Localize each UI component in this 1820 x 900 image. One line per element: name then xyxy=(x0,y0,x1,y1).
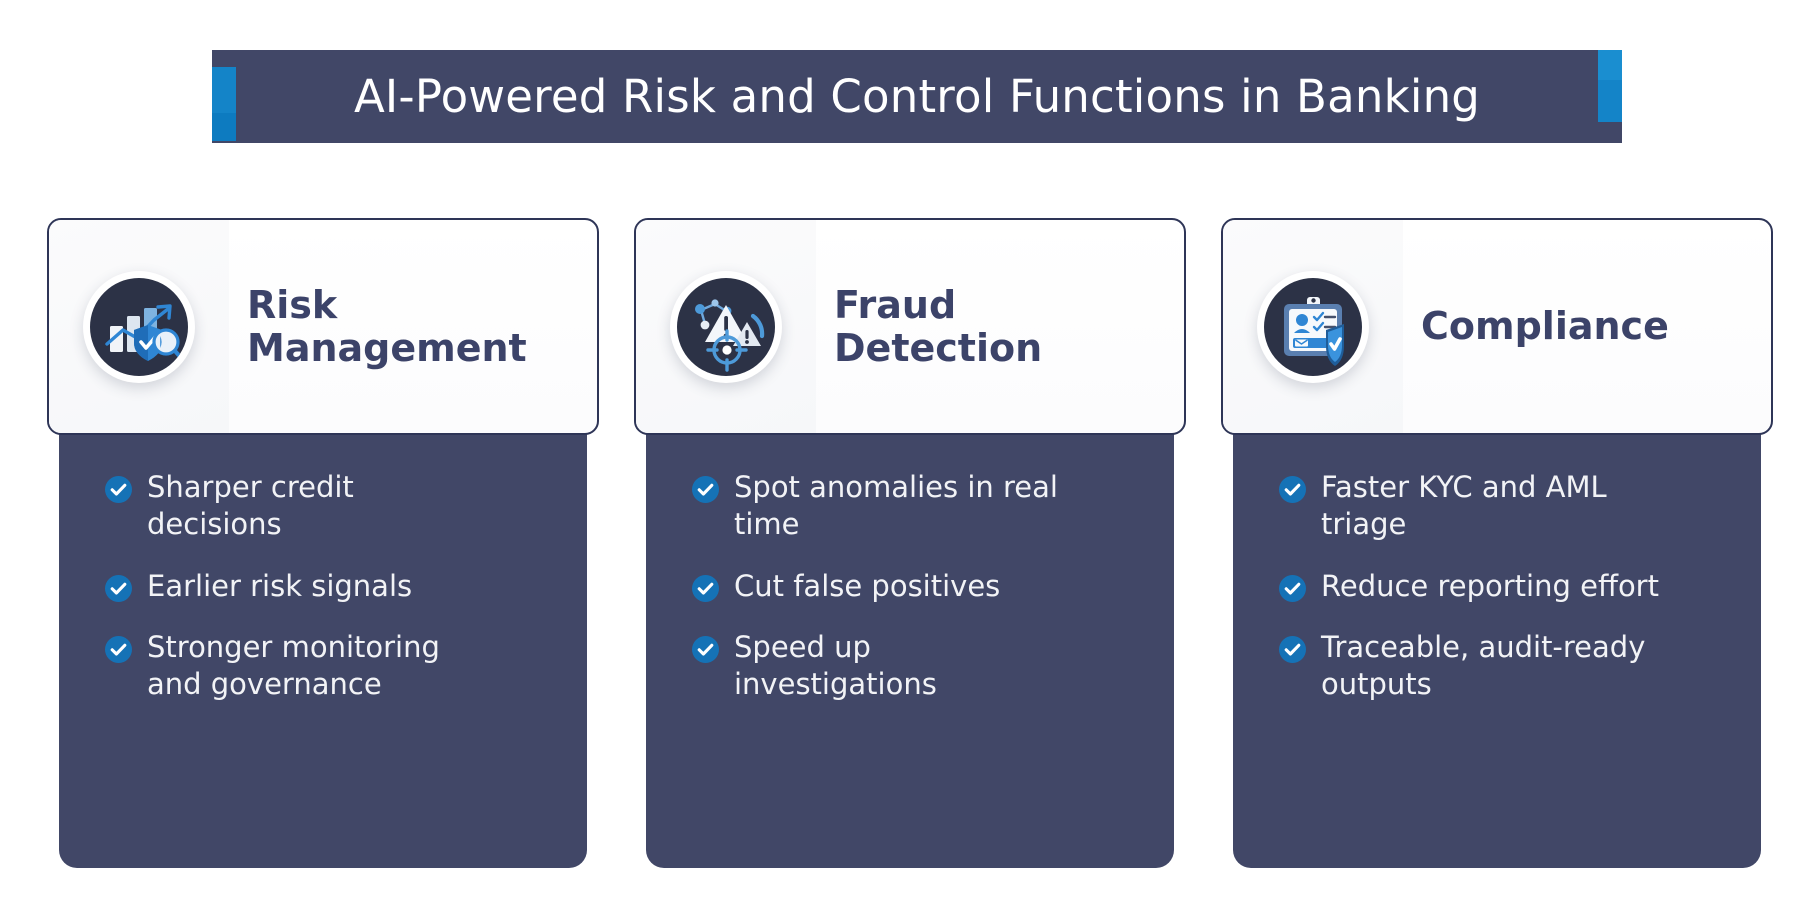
list-item-label: Speed up investigations xyxy=(734,630,937,702)
list-item-label: Cut false positives xyxy=(734,568,1001,603)
icon-disc xyxy=(670,270,782,383)
list-item-label: Reduce reporting effort xyxy=(1321,568,1659,603)
compliance-clipboard-shield-icon xyxy=(1264,277,1362,376)
check-circle-icon xyxy=(105,476,132,503)
bullet-list-fraud-detection: Spot anomalies in real time Cut false po… xyxy=(692,469,1146,703)
list-item: Cut false positives xyxy=(692,568,1146,605)
card-title: Compliance xyxy=(1421,304,1669,349)
fraud-alert-target-icon xyxy=(677,277,775,376)
list-item: Earlier risk signals xyxy=(105,568,559,605)
list-item-label: Faster KYC and AML triage xyxy=(1321,470,1607,541)
list-item: Traceable, audit-ready outputs xyxy=(1279,629,1733,703)
card-title: Risk Management xyxy=(247,282,527,370)
header-accent-right-upper xyxy=(1598,50,1622,80)
list-item: Speed up investigations xyxy=(692,629,1146,703)
check-circle-icon xyxy=(1279,574,1306,602)
icon-container xyxy=(636,220,816,433)
check-circle-icon xyxy=(105,574,132,602)
list-item: Stronger monitoring and governance xyxy=(105,629,559,703)
check-circle-icon xyxy=(1279,636,1306,664)
header-accent-left-lower xyxy=(212,113,236,141)
list-item-label: Sharper credit decisions xyxy=(147,470,354,541)
card-row: Sharper credit decisions Earlier risk si… xyxy=(0,218,1820,868)
header-banner: AI-Powered Risk and Control Functions in… xyxy=(212,50,1622,143)
card-compliance[interactable]: Faster KYC and AML triage Reduce reporti… xyxy=(1221,218,1773,868)
page-title: AI-Powered Risk and Control Functions in… xyxy=(353,70,1481,123)
icon-container xyxy=(1223,220,1403,433)
card-body-compliance: Faster KYC and AML triage Reduce reporti… xyxy=(1233,414,1761,868)
icon-disc xyxy=(83,270,195,383)
check-circle-icon xyxy=(692,636,719,664)
list-item-label: Spot anomalies in real time xyxy=(734,470,1058,541)
list-item: Sharper credit decisions xyxy=(105,469,559,543)
card-risk-management[interactable]: Sharper credit decisions Earlier risk si… xyxy=(47,218,599,868)
check-circle-icon xyxy=(105,636,132,664)
icon-disc xyxy=(1257,270,1369,383)
check-circle-icon xyxy=(1279,476,1306,503)
bullet-list-risk-management: Sharper credit decisions Earlier risk si… xyxy=(105,469,559,703)
list-item-label: Traceable, audit-ready outputs xyxy=(1321,630,1646,702)
list-item: Spot anomalies in real time xyxy=(692,469,1146,543)
bullet-list-compliance: Faster KYC and AML triage Reduce reporti… xyxy=(1279,469,1733,703)
check-circle-icon xyxy=(692,476,719,503)
card-body-risk-management: Sharper credit decisions Earlier risk si… xyxy=(59,414,587,868)
card-body-fraud-detection: Spot anomalies in real time Cut false po… xyxy=(646,414,1174,868)
list-item-label: Earlier risk signals xyxy=(147,568,413,603)
card-fraud-detection[interactable]: Spot anomalies in real time Cut false po… xyxy=(634,218,1186,868)
list-item: Reduce reporting effort xyxy=(1279,568,1733,605)
list-item-label: Stronger monitoring and governance xyxy=(147,630,440,702)
card-header-risk-management: Risk Management xyxy=(47,218,599,435)
risk-analytics-icon xyxy=(90,277,188,376)
card-header-fraud-detection: Fraud Detection xyxy=(634,218,1186,435)
card-header-compliance: Compliance xyxy=(1221,218,1773,435)
icon-container xyxy=(49,220,229,433)
list-item: Faster KYC and AML triage xyxy=(1279,469,1733,543)
card-title: Fraud Detection xyxy=(834,282,1043,370)
check-circle-icon xyxy=(692,574,719,602)
